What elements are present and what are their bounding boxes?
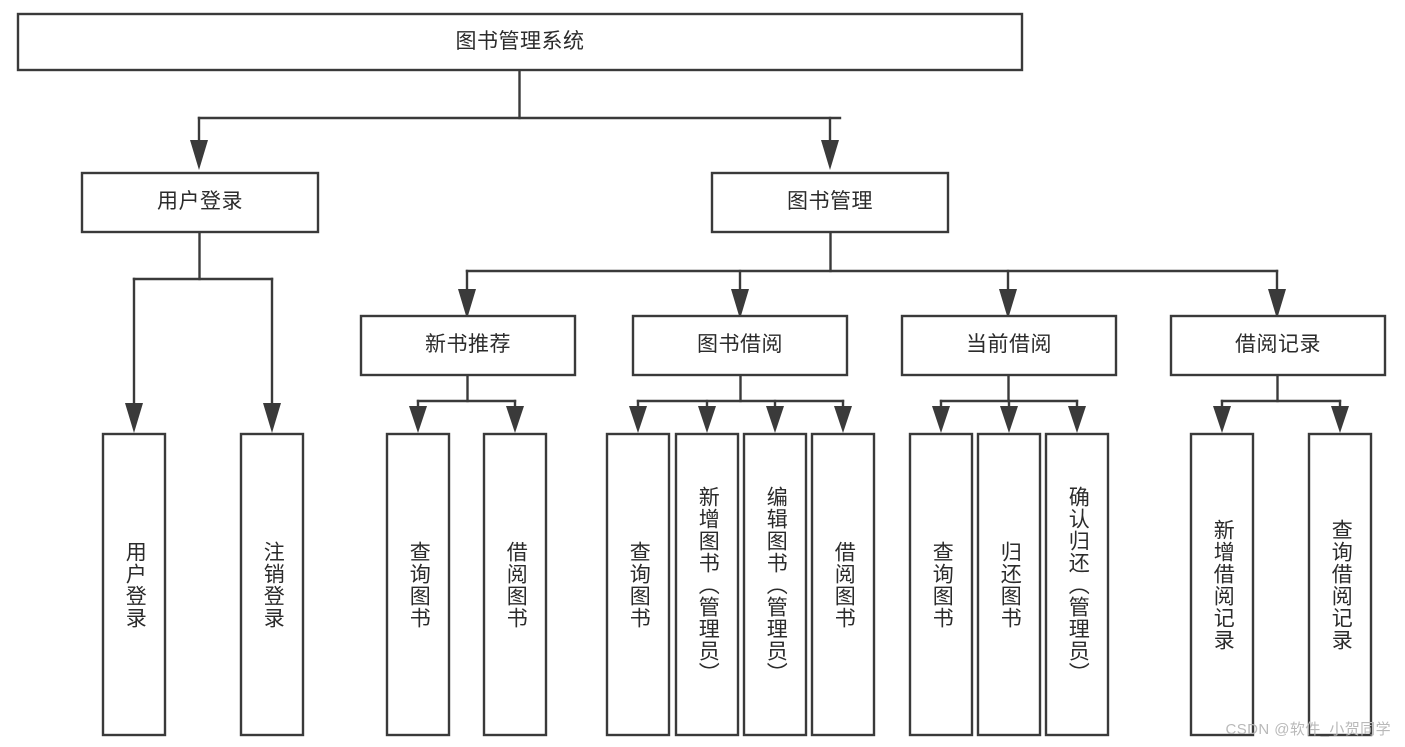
arrow-head-current-borrow [999, 289, 1017, 319]
node-box-leaf-user-logout[interactable] [239, 432, 305, 737]
node-box-new-book-recommend[interactable] [359, 314, 577, 377]
connector-group-borrow-record [1213, 373, 1349, 433]
node-box-leaf-query-book-2[interactable] [605, 432, 671, 737]
arrow-head-user-login [190, 140, 208, 170]
arrow-head-leaf-user-login [125, 403, 143, 433]
node-box-leaf-add-book[interactable] [674, 432, 740, 737]
arrow-head-leaf-query-book-2 [629, 406, 647, 433]
arrow-head-leaf-add-record [1213, 406, 1231, 433]
connector-group-new-book-recommend [409, 373, 524, 433]
node-box-leaf-query-book-3[interactable] [908, 432, 974, 737]
node-box-leaf-borrow-book-1[interactable] [482, 432, 548, 737]
arrow-head-book-manage [821, 140, 839, 170]
node-box-leaf-query-record[interactable] [1307, 432, 1373, 737]
connector-group-root [190, 68, 842, 170]
node-box-leaf-user-login[interactable] [101, 432, 167, 737]
arrow-head-leaf-query-record [1331, 406, 1349, 433]
arrow-head-borrow-record [1268, 289, 1286, 319]
node-box-user-login[interactable] [80, 171, 320, 234]
node-box-book-manage[interactable] [710, 171, 950, 234]
node-box-leaf-confirm-return[interactable] [1044, 432, 1110, 737]
connector-group-book-borrow [629, 373, 852, 433]
node-box-leaf-return-book[interactable] [976, 432, 1042, 737]
arrow-head-book-borrow [731, 289, 749, 319]
arrow-head-leaf-add-book [698, 406, 716, 433]
node-box-borrow-record[interactable] [1169, 314, 1387, 377]
arrow-head-leaf-user-logout [263, 403, 281, 433]
arrow-head-leaf-query-book-1 [409, 406, 427, 433]
node-box-leaf-edit-book[interactable] [742, 432, 808, 737]
connector-group-book-manage [458, 230, 1286, 319]
node-box-root[interactable] [16, 12, 1024, 72]
node-box-leaf-borrow-book-2[interactable] [810, 432, 876, 737]
connector-group-current-borrow [932, 373, 1086, 433]
node-box-leaf-add-record[interactable] [1189, 432, 1255, 737]
arrow-head-new-book-recommend [458, 289, 476, 319]
arrow-head-leaf-edit-book [766, 406, 784, 433]
node-box-leaf-query-book-1[interactable] [385, 432, 451, 737]
connector-group-user-login [125, 230, 281, 433]
arrow-head-leaf-borrow-book-1 [506, 406, 524, 433]
node-box-book-borrow[interactable] [631, 314, 849, 377]
arrow-head-leaf-borrow-book-2 [834, 406, 852, 433]
arrow-head-leaf-return-book [1000, 406, 1018, 433]
node-box-current-borrow[interactable] [900, 314, 1118, 377]
arrow-head-leaf-query-book-3 [932, 406, 950, 433]
arrow-head-leaf-confirm-return [1068, 406, 1086, 433]
